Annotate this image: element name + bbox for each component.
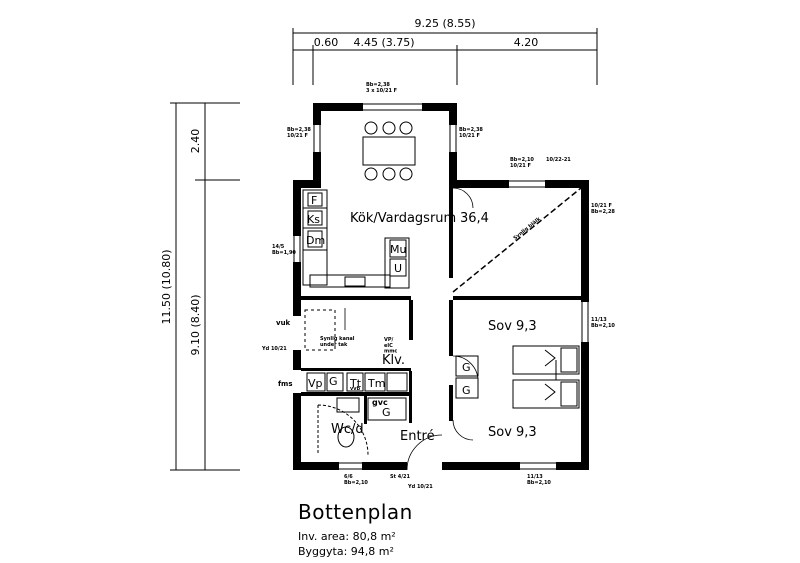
fixture-g: G: [329, 375, 338, 388]
laundry-fixtures: [304, 309, 408, 456]
fixture-fms: fms: [278, 380, 293, 388]
room-kitchen-area: 36,4: [460, 211, 489, 226]
dim-depth-main: 9.10 (8.40): [189, 294, 202, 355]
windows: [293, 103, 589, 470]
dimension-top: [292, 28, 598, 85]
kitchen-counters: [302, 189, 410, 289]
dining-table: [362, 121, 416, 181]
fixture-ks: Ks: [307, 213, 320, 226]
dim-seg2: 4.45 (3.75): [353, 36, 414, 49]
fixture-tt: Tt: [349, 377, 362, 390]
wardrobes: [455, 355, 479, 399]
dim-total-depth: 11.50 (10.80): [160, 249, 173, 324]
byggyta: Byggyta: 94,8 m²: [298, 545, 394, 558]
exterior-walls: [293, 103, 589, 470]
fixture-mu: Mu: [390, 243, 406, 256]
interior-walls: [301, 188, 581, 424]
room-bedroom-1: Sov 9,3: [488, 319, 537, 334]
note-bed-door-top: 10/22-21: [546, 157, 571, 163]
room-wc: Wc/d: [331, 422, 364, 437]
dimension-left: [170, 102, 240, 471]
plan-title: Bottenplan: [298, 500, 413, 524]
wardrobe-b: G: [462, 384, 471, 397]
fixture-vvb: vvb: [350, 386, 361, 392]
fixture-g-gvc: G: [382, 406, 391, 419]
fixture-vp: Vp: [308, 377, 323, 390]
room-bedroom-2: Sov 9,3: [488, 425, 537, 440]
beam-label: Synlig bjälk: [512, 216, 542, 242]
door-swings: [344, 187, 479, 471]
fixture-gvc: gvc: [372, 398, 388, 407]
fixture-tm: Tm: [367, 377, 385, 390]
dim-depth-top: 2.40: [189, 129, 202, 154]
note-st: St 4/21: [390, 474, 411, 480]
dim-seg1: 0.60: [314, 36, 339, 49]
inv-area: Inv. area: 80,8 m²: [298, 530, 396, 543]
room-entry: Entré: [400, 429, 435, 444]
note-yd-left: Yd 10/21: [261, 346, 287, 352]
wardrobe-a: G: [462, 361, 471, 374]
room-kitchen-living: Kök/Vardagsrum: [350, 211, 456, 226]
fixture-fridge: F: [311, 194, 317, 207]
fixture-dm: Dm: [306, 234, 325, 247]
beds: [512, 345, 580, 409]
dim-total-width: 9.25 (8.55): [414, 17, 475, 30]
room-closet: Klv.: [382, 353, 405, 368]
note-yd-bot: Yd 10/21: [407, 484, 433, 490]
fixture-u: U: [394, 262, 402, 275]
dim-seg3: 4.20: [514, 36, 539, 49]
beam-line: [452, 187, 582, 293]
note-vuk: vuk: [276, 319, 291, 327]
